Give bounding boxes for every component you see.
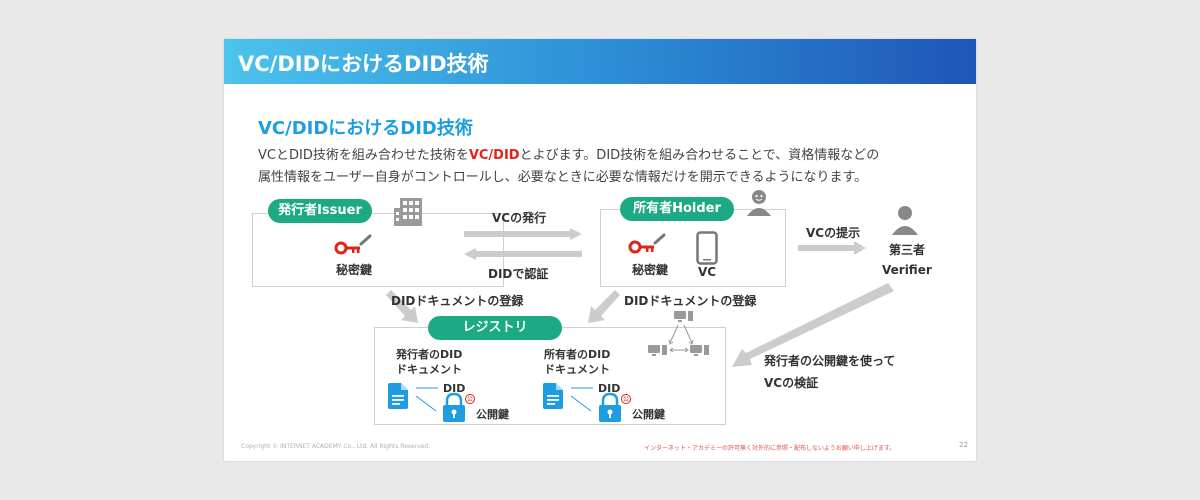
holder-doc-title-line2: ドキュメント	[544, 363, 610, 376]
issuer-document-icon	[388, 383, 408, 409]
holder-doc-connector-lines	[570, 387, 593, 412]
verify-arrow	[732, 283, 894, 367]
issuer-pill: 発行者Issuer	[268, 199, 372, 223]
issuer-did-label: DID	[443, 382, 466, 395]
description: VCとDID技術を組み合わせた技術をVC/DIDとよびます。DID技術を組み合わ…	[258, 145, 958, 189]
desc-line1-post: とよびます。DID技術を組み合わせることで、資格情報などの	[519, 148, 880, 163]
holder-pill: 所有者Holder	[620, 197, 734, 221]
person-icon	[892, 206, 918, 235]
banner-title: VC/DIDにおけるDID技術	[238, 52, 489, 76]
vc-label: VC	[698, 265, 717, 279]
issuer-lock-icon: 公	[443, 392, 475, 422]
footer-notice: インターネット・アカデミーの許可無く対外的に参照・配布しないようお願い申し上げま…	[644, 445, 896, 452]
holder-pubkey-label: 公開鍵	[632, 408, 665, 421]
holder-register-arrow	[588, 290, 620, 323]
holder-did-label: DID	[598, 382, 621, 395]
slide: VC/DIDにおけるDID技術 VC/DIDにおけるDID技術 VCとDID技術…	[224, 39, 976, 461]
desc-highlight: VC/DID	[468, 148, 520, 163]
verifier-label-ja: 第三者	[889, 243, 926, 257]
issuer-pubkey-label: 公開鍵	[476, 408, 509, 421]
svg-text:公: 公	[623, 396, 629, 403]
issue-arrow	[464, 228, 582, 240]
section-title: VC/DIDにおけるDID技術	[258, 118, 473, 139]
title-banner: VC/DIDにおけるDID技術	[224, 39, 976, 84]
key-icon	[334, 234, 372, 255]
issuer-private-key-label: 秘密鍵	[336, 263, 373, 277]
issue-arrow-label: VCの発行	[492, 211, 547, 225]
issuer-doc-title-line2: ドキュメント	[396, 363, 462, 376]
smartphone-icon	[696, 231, 718, 265]
verify-label-line1: 発行者の公開鍵を使って	[764, 354, 896, 368]
issuer-register-label: DIDドキュメントの登録	[391, 294, 524, 308]
holder-doc-title-line1: 所有者のDID	[544, 348, 611, 361]
building-icon	[394, 198, 422, 226]
verifier-label-en: Verifier	[882, 263, 932, 277]
issuer-doc-title-line1: 発行者のDID	[396, 348, 463, 361]
holder-document-icon	[543, 383, 563, 409]
holder-key-icon	[628, 233, 666, 254]
issuer-register-arrow	[386, 290, 418, 323]
holder-register-label: DIDドキュメントの登録	[624, 294, 757, 308]
holder-private-key-label: 秘密鍵	[632, 263, 669, 277]
desc-line2: 属性情報をユーザー自身がコントロールし、必要なときに必要な情報だけを開示できるよ…	[258, 170, 868, 185]
issuer-box	[252, 213, 504, 287]
footer-copyright: Copyright © INTERNET ACADEMY Co., Ltd. A…	[241, 443, 431, 450]
network-icon	[648, 311, 709, 356]
holder-person-icon	[747, 190, 771, 216]
svg-text:公: 公	[467, 396, 473, 403]
page-number: 22	[959, 441, 968, 449]
issuer-doc-connector-lines	[415, 387, 438, 412]
auth-arrow	[464, 248, 582, 260]
desc-line1-pre: VCとDID技術を組み合わせた技術を	[258, 148, 469, 163]
auth-arrow-label: DIDで認証	[488, 267, 549, 281]
holder-lock-icon: 公	[599, 392, 631, 422]
verify-label-line2: VCの検証	[764, 376, 819, 390]
present-arrow-label: VCの提示	[806, 226, 861, 240]
registry-pill: レジストリ	[428, 316, 562, 340]
present-arrow	[798, 241, 866, 255]
